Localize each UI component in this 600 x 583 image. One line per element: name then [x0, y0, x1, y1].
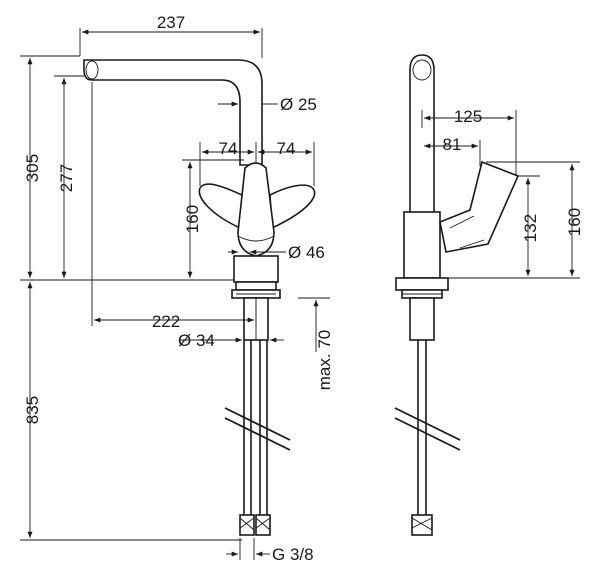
dim-spout-diameter: Ø 25	[280, 95, 317, 114]
dim-spout-height: 277	[57, 164, 76, 192]
dim-reach-from-center: 222	[152, 312, 180, 331]
dim-side-lever: 81	[443, 135, 462, 154]
side-lever	[439, 160, 520, 253]
side-body	[403, 211, 441, 279]
dim-handle-right: 74	[277, 139, 296, 158]
front-dimensions: 237 Ø 25 74 74 305 277 160 Ø 46	[20, 13, 334, 564]
dim-side-lever-height: 132	[521, 214, 540, 242]
front-handle-right	[269, 184, 316, 230]
dim-side-depth: 125	[454, 107, 482, 126]
front-view	[83, 59, 316, 536]
side-view	[394, 54, 520, 536]
dim-total-height: 305	[23, 154, 42, 182]
dim-handle-left: 74	[219, 139, 238, 158]
dim-body-diameter: Ø 46	[288, 243, 325, 262]
front-handle-left	[198, 183, 243, 230]
dim-handle-height-front: 160	[183, 205, 202, 233]
side-spout	[409, 54, 435, 212]
dim-shank-diameter: Ø 34	[178, 331, 215, 350]
front-spout	[83, 59, 263, 166]
dim-side-total: 160	[565, 208, 584, 236]
dim-max-thickness: max. 70	[315, 330, 334, 390]
front-body	[237, 162, 275, 257]
front-base	[233, 255, 279, 283]
side-dimensions: 125 81 132 160	[421, 107, 584, 279]
dim-length-below: 835	[23, 396, 42, 424]
dim-connection: G 3/8	[272, 545, 314, 564]
dim-spout-reach: 237	[157, 13, 185, 32]
